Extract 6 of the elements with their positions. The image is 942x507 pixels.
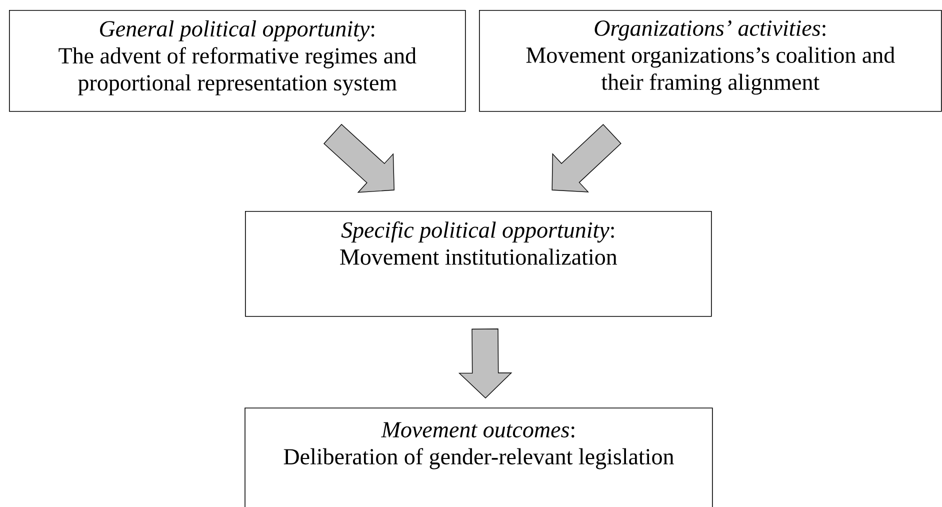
block-arrow xyxy=(552,124,622,192)
block-arrow xyxy=(458,328,512,398)
text-box: Specific political opportunity: Movement institutionalization xyxy=(245,211,712,317)
outcome-box: Movement outcomes: Deliberation of gender-relevant legislation xyxy=(244,408,713,507)
text-box: General political opportunity: The advent of reformative regimes and proportional representation system xyxy=(9,10,466,112)
text-box: Organizations’ activities: Movement organizations’s coalition and their framing alignment xyxy=(479,10,942,112)
